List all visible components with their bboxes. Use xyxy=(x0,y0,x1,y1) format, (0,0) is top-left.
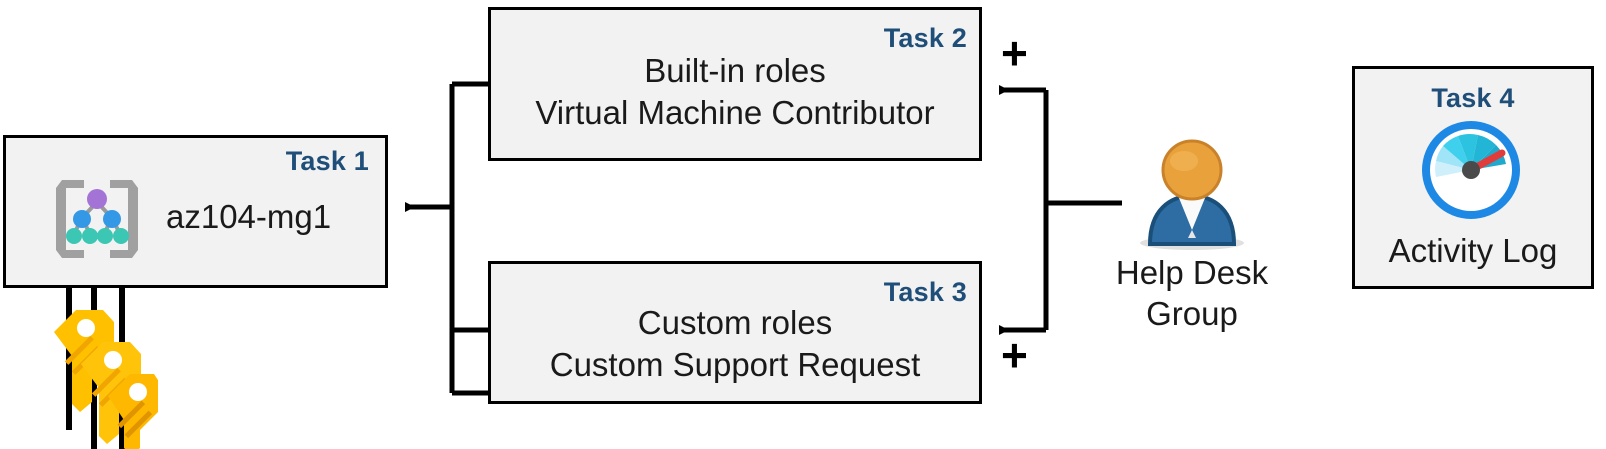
task-2-box[interactable]: Task 2 Built-in roles Virtual Machine Co… xyxy=(488,7,982,161)
plus-icon-top: + xyxy=(1001,27,1028,79)
task-3-box[interactable]: Task 3 Custom roles Custom Support Reque… xyxy=(488,261,982,404)
helpdesk-caption-line-1: Help Desk xyxy=(1115,254,1269,291)
connector-roles-to-mg xyxy=(405,81,488,396)
gauge-icon xyxy=(1422,121,1520,219)
task-4-label: Task 4 xyxy=(1431,83,1515,113)
plus-icon-bottom: + xyxy=(1001,329,1028,381)
task-3-text-line-1: Custom roles xyxy=(637,304,833,341)
helpdesk-caption-line-2: Group xyxy=(1146,295,1238,332)
task-1-text-line-1: az104-mg1 xyxy=(166,198,332,235)
task-2-text-line-1: Built-in roles xyxy=(644,52,826,89)
user-group-icon xyxy=(1140,139,1244,250)
task-4-text-line-1: Activity Log xyxy=(1388,232,1558,269)
keys-icon xyxy=(54,310,158,449)
management-group-icon xyxy=(56,180,138,258)
task-3-label: Task 3 xyxy=(883,277,967,307)
task-2-label: Task 2 xyxy=(883,23,967,53)
connector-helpdesk-bus xyxy=(999,85,1122,335)
task-1-label: Task 1 xyxy=(285,146,369,176)
task-2-text-line-2: Virtual Machine Contributor xyxy=(535,94,935,131)
task-4-box[interactable]: Task 4 Activity Log xyxy=(1352,66,1594,289)
task-3-text-line-2: Custom Support Request xyxy=(549,346,921,383)
task-1-box[interactable]: Task 1 az104-mg1 xyxy=(3,135,388,288)
